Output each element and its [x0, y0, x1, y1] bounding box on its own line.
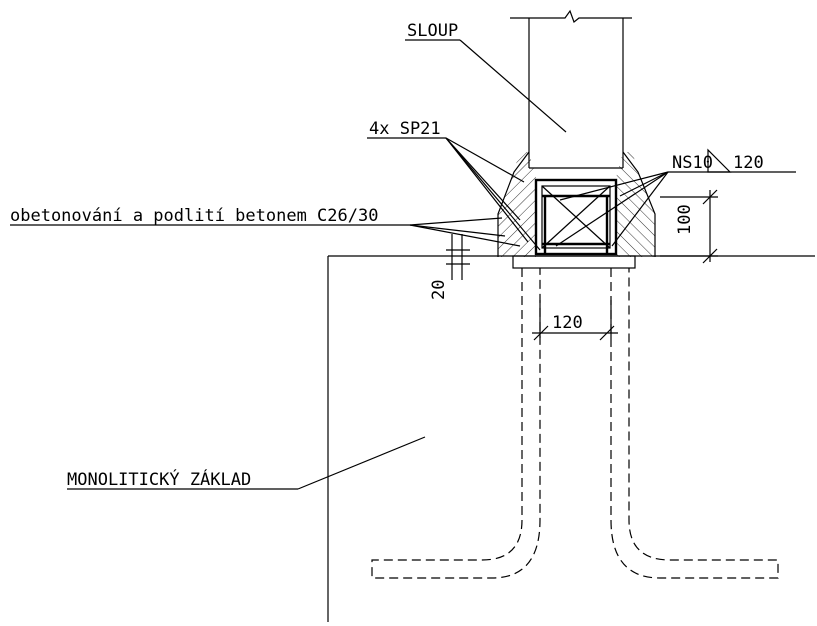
- dim-120: [532, 300, 618, 341]
- dim-label-20: 20: [429, 280, 449, 300]
- base-plate: [512, 255, 636, 269]
- dim-label-120: 120: [552, 313, 583, 333]
- leaders: [10, 39, 796, 490]
- label-foundation: MONOLITICKÝ ZÁKLAD: [67, 468, 251, 490]
- label-weld-length: 120: [733, 153, 764, 173]
- dim-20: [446, 234, 470, 280]
- label-grout: obetonování a podlití betonem C26/30: [10, 206, 378, 226]
- label-column: SLOUP: [407, 21, 458, 41]
- anchor-bolts: [371, 268, 779, 579]
- weld-symbol: [707, 148, 732, 173]
- label-weld: NS10: [672, 153, 713, 173]
- label-anchors: 4x SP21: [369, 119, 441, 139]
- anchor-box: [534, 178, 618, 256]
- column: [510, 9, 632, 169]
- dim-100: [660, 189, 718, 264]
- dim-label-100: 100: [675, 204, 695, 235]
